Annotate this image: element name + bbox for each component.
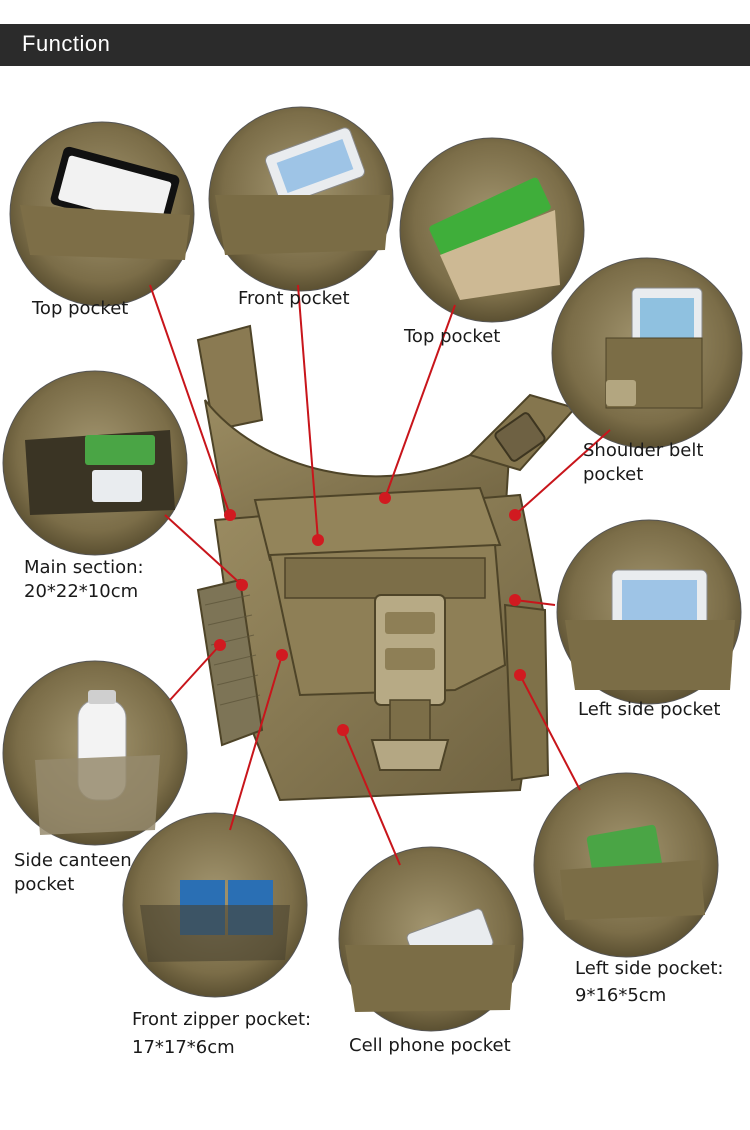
dot-left-side-dim (514, 669, 526, 681)
label-main-section-line2: 20*22*10cm (24, 581, 139, 602)
dot-front-zipper (276, 649, 288, 661)
label-side-canteen-line1: Side canteen (14, 850, 132, 871)
dot-side-canteen (214, 639, 226, 651)
section-header: Function (0, 24, 750, 66)
label-shoulder-belt-line1: Shoulder belt (583, 440, 704, 461)
detail-top-pocket-1 (9, 121, 195, 307)
leader-left-side (514, 599, 556, 606)
dot-top-pocket-1 (224, 509, 236, 521)
section-title: Function (22, 31, 111, 56)
label-top-pocket-2: Top pocket (404, 326, 501, 347)
leader-top-pocket-2 (384, 304, 456, 499)
detail-front-zipper-pocket (122, 812, 308, 998)
leader-front-zipper (229, 654, 283, 831)
label-front-zipper-line2: 17*17*6cm (132, 1037, 235, 1058)
leader-front-pocket (297, 284, 319, 541)
label-shoulder-belt-pocket: Shoulder belt pocket (583, 439, 703, 487)
label-left-side-pocket: Left side pocket (578, 699, 721, 720)
dot-shoulder-belt (509, 509, 521, 521)
detail-front-pocket (208, 106, 394, 292)
leader-lines (149, 284, 611, 866)
label-left-side-pocket-dim: Left side pocket: 9*16*5cm (575, 957, 724, 1008)
dot-cell-phone (337, 724, 349, 736)
dot-left-side (509, 594, 521, 606)
callout-dots (214, 492, 526, 736)
label-left-side-dim-line1: Left side pocket: (575, 958, 724, 979)
label-side-canteen-pocket: Side canteen pocket (14, 849, 132, 897)
main-bag (196, 324, 577, 802)
detail-main-section (2, 370, 188, 556)
label-front-zipper-pocket: Front zipper pocket: 17*17*6cm (132, 1008, 311, 1060)
detail-left-side-pocket-dim (533, 772, 719, 958)
label-front-zipper-line1: Front zipper pocket: (132, 1009, 312, 1030)
detail-cell-phone-pocket (338, 846, 524, 1032)
detail-shoulder-belt-pocket (551, 257, 743, 449)
label-main-section-line1: Main section: (24, 557, 144, 578)
leader-cell-phone (342, 729, 401, 866)
label-shoulder-belt-line2: pocket (583, 464, 644, 485)
label-left-side-dim-line2: 9*16*5cm (575, 985, 667, 1006)
detail-left-side-pocket (556, 519, 742, 705)
leader-shoulder-belt (514, 429, 611, 516)
dot-top-pocket-2 (379, 492, 391, 504)
label-front-pocket: Front pocket (238, 288, 350, 309)
leader-side-canteen (169, 644, 221, 701)
dot-main-section (236, 579, 248, 591)
leader-main-section (164, 514, 243, 586)
leader-top-pocket-1 (149, 284, 231, 516)
detail-side-canteen-pocket (2, 660, 188, 846)
dot-front-pocket (312, 534, 324, 546)
label-main-section: Main section: 20*22*10cm (24, 556, 144, 604)
label-side-canteen-line2: pocket (14, 874, 75, 895)
leader-left-side-dim (519, 674, 581, 791)
label-cell-phone-pocket: Cell phone pocket (349, 1035, 511, 1056)
label-top-pocket-1: Top pocket (32, 298, 129, 319)
detail-top-pocket-2 (399, 137, 585, 323)
